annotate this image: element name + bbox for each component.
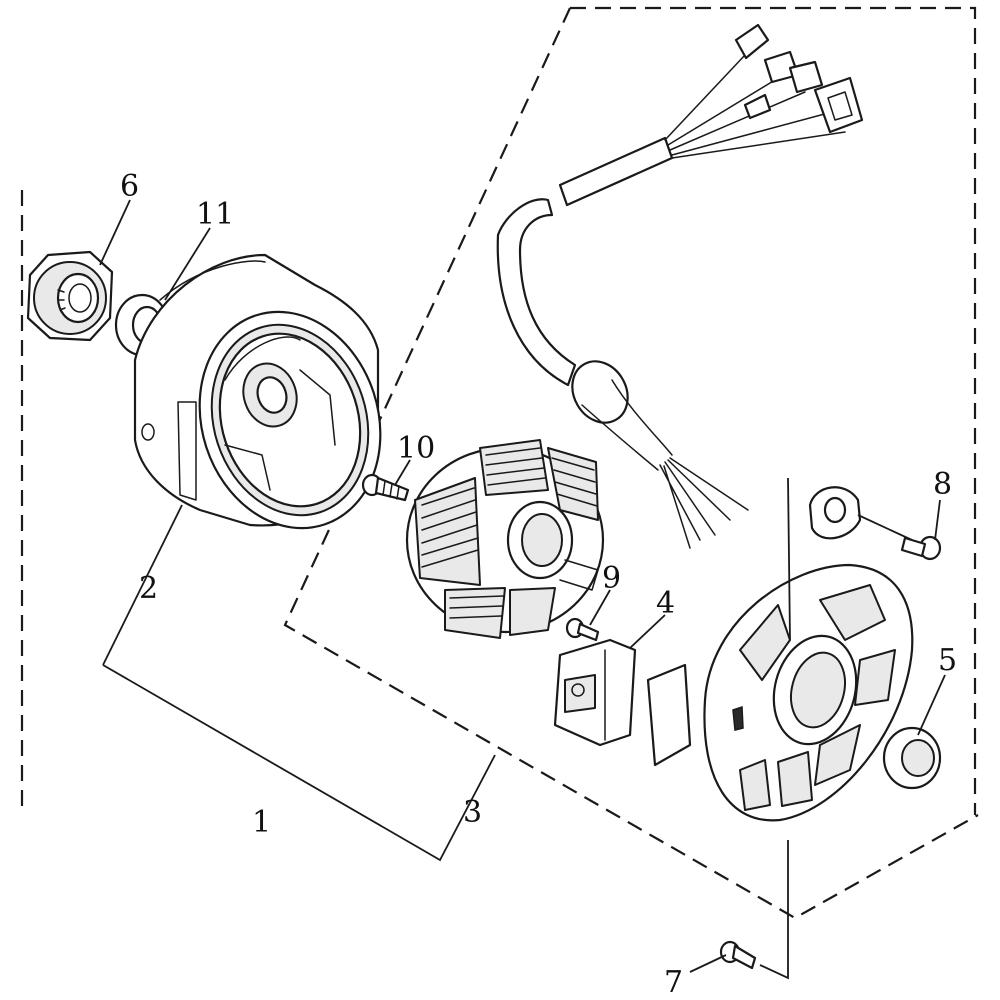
callout-label: 10: [397, 431, 435, 466]
callout-label: 6: [120, 169, 139, 204]
callout-label: 5: [938, 643, 957, 678]
stator-assembly-dashed-boundary: [20, 6, 979, 920]
pulse-generator-part: [553, 617, 692, 767]
stator-bolt-part: [361, 473, 410, 502]
callout-label: 1: [252, 805, 271, 840]
callout-label: 4: [656, 586, 675, 621]
base-screw-part: [719, 940, 757, 970]
wire-harness-part: [496, 23, 864, 549]
stator-coil-part: [405, 439, 605, 639]
oil-seal-part: [882, 726, 942, 790]
callout-labels: 1 2 3 4 5 6 7 8 9 10 11: [120, 169, 957, 1000]
callout-label: 2: [139, 571, 158, 606]
bracket-item-1: [102, 504, 496, 862]
leader-lines: [99, 199, 946, 973]
bracket-item-7: [759, 840, 789, 980]
flange-nut-part: [26, 250, 114, 342]
callout-label: 11: [196, 197, 234, 232]
stator-base-plate-part: [703, 477, 914, 822]
callout-label: 3: [463, 795, 482, 830]
wire-clamp-part: [808, 486, 942, 561]
callout-label: 8: [933, 467, 952, 502]
flywheel-rotor-part: [133, 253, 382, 530]
callout-label: 9: [602, 561, 621, 596]
callout-label: 7: [664, 965, 683, 1000]
